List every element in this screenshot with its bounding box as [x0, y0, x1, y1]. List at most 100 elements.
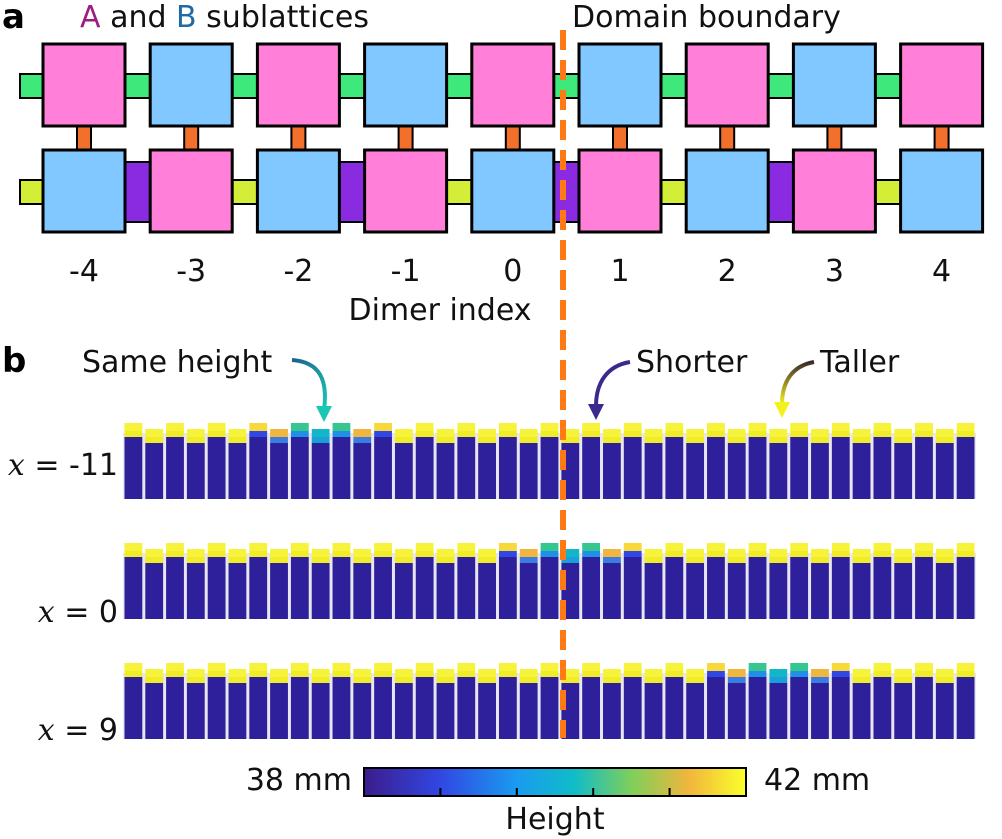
pillar-body: [644, 683, 663, 739]
site-bottom-B: [470, 148, 556, 234]
purple-link: [120, 161, 156, 223]
pillar-body: [811, 563, 829, 619]
colorbar-max-label: 42 mm: [764, 763, 870, 798]
pillar-cap: [644, 669, 663, 677]
pillar-cap: [498, 423, 517, 431]
pillar-body: [498, 557, 517, 619]
pillar-body: [540, 557, 559, 619]
pillar-body: [894, 443, 913, 499]
pillar-cap: [186, 429, 205, 437]
pillar-cap: [603, 429, 621, 437]
pillar-cap: [478, 549, 496, 557]
pillar-body: [207, 677, 226, 739]
pillar-body: [332, 437, 351, 499]
pillar-cap: [249, 543, 268, 551]
pillar-cap-lower: [186, 677, 205, 683]
pillar-cap: [707, 423, 725, 431]
pillar-cap-lower: [582, 551, 601, 557]
pillar-body: [186, 563, 205, 619]
pillar-cap-lower: [436, 437, 455, 443]
pillar-body: [665, 437, 684, 499]
pillar-cap: [956, 423, 975, 431]
pillar-cap: [769, 549, 788, 557]
pillar-cap: [332, 663, 351, 671]
site-bottom-B: [41, 148, 127, 234]
panel-letter-b: b: [2, 341, 26, 381]
pillar-body: [207, 557, 226, 619]
pillar-cap-lower: [478, 437, 496, 443]
dimer-link: [397, 125, 414, 151]
pillar-body: [769, 683, 788, 739]
pillar-body: [124, 557, 143, 619]
pillar-cap: [124, 663, 143, 671]
pillar-cap-lower: [582, 431, 601, 437]
pillar-cap-lower: [457, 671, 476, 677]
pillar-cap: [915, 663, 933, 671]
shorter-arrow: [594, 360, 631, 407]
row-label-value: = 9: [55, 713, 118, 748]
pillar-cap: [249, 663, 268, 671]
row-label: x = -11: [8, 448, 118, 483]
pillar-cap: [124, 543, 143, 551]
site-top-B: [577, 42, 663, 128]
pillar-cap: [727, 669, 746, 677]
pillar-cap: [582, 663, 601, 671]
pillar-cap: [311, 549, 330, 557]
pillar-cap-lower: [249, 551, 268, 557]
shorter-arrowhead-icon: [588, 404, 604, 420]
pillar-cap: [228, 669, 247, 677]
pillar-body: [311, 443, 330, 499]
pillar-body: [727, 443, 746, 499]
pillar-cap: [457, 423, 476, 431]
pillar-body: [894, 683, 913, 739]
pillar-cap-lower: [228, 557, 247, 563]
pillar-cap-lower: [166, 551, 184, 557]
site-top-A: [899, 42, 985, 128]
dimer-link: [826, 125, 843, 151]
dimer-lattice: [19, 42, 985, 234]
pillar-cap-lower: [707, 671, 725, 677]
pillar-cap: [186, 669, 205, 677]
pillar-cap: [935, 549, 954, 557]
pillar-body: [270, 563, 288, 619]
pillar-cap: [290, 663, 309, 671]
pillar-body: [769, 563, 788, 619]
colorbar-ticks: [439, 788, 671, 796]
pillar-cap-lower: [394, 557, 413, 563]
pillar-body: [603, 563, 621, 619]
pillar-body: [956, 437, 975, 499]
pillar-body: [707, 557, 725, 619]
pillar-body: [915, 677, 933, 739]
pillar-cap-lower: [145, 557, 164, 563]
pillar-cap: [748, 663, 767, 671]
dimer-link: [504, 125, 521, 151]
pillar-cap: [623, 543, 642, 551]
pillar-cap-lower: [353, 557, 372, 563]
pillar-cap: [436, 549, 455, 557]
dimer-index-label: -4: [69, 254, 99, 289]
pillar-cap: [686, 669, 705, 677]
pillar-cap-lower: [811, 677, 829, 683]
pillar-cap: [852, 429, 871, 437]
pillar-cap: [582, 423, 601, 431]
pillar-cap-lower: [228, 677, 247, 683]
site-bottom-A: [791, 148, 877, 234]
pillar-body: [519, 443, 538, 499]
row-label: x = 9: [38, 713, 118, 748]
pillar-cap-lower: [935, 677, 954, 683]
site-bottom-A: [577, 148, 663, 234]
pillar-cap: [228, 549, 247, 557]
dimer-link: [933, 125, 950, 151]
pillar-body: [436, 443, 455, 499]
pillar-body: [831, 557, 850, 619]
pillar-cap-lower: [956, 431, 975, 437]
pillar-cap-lower: [603, 677, 621, 683]
dimer-index-label: 3: [825, 254, 844, 289]
pillar-cap-lower: [686, 677, 705, 683]
pillar-body: [353, 443, 372, 499]
pillar-cap: [311, 429, 330, 437]
pillar-cap: [207, 543, 226, 551]
pillar-cap: [478, 429, 496, 437]
title-rest: sublattices: [197, 0, 369, 35]
site-top-B: [791, 42, 877, 128]
